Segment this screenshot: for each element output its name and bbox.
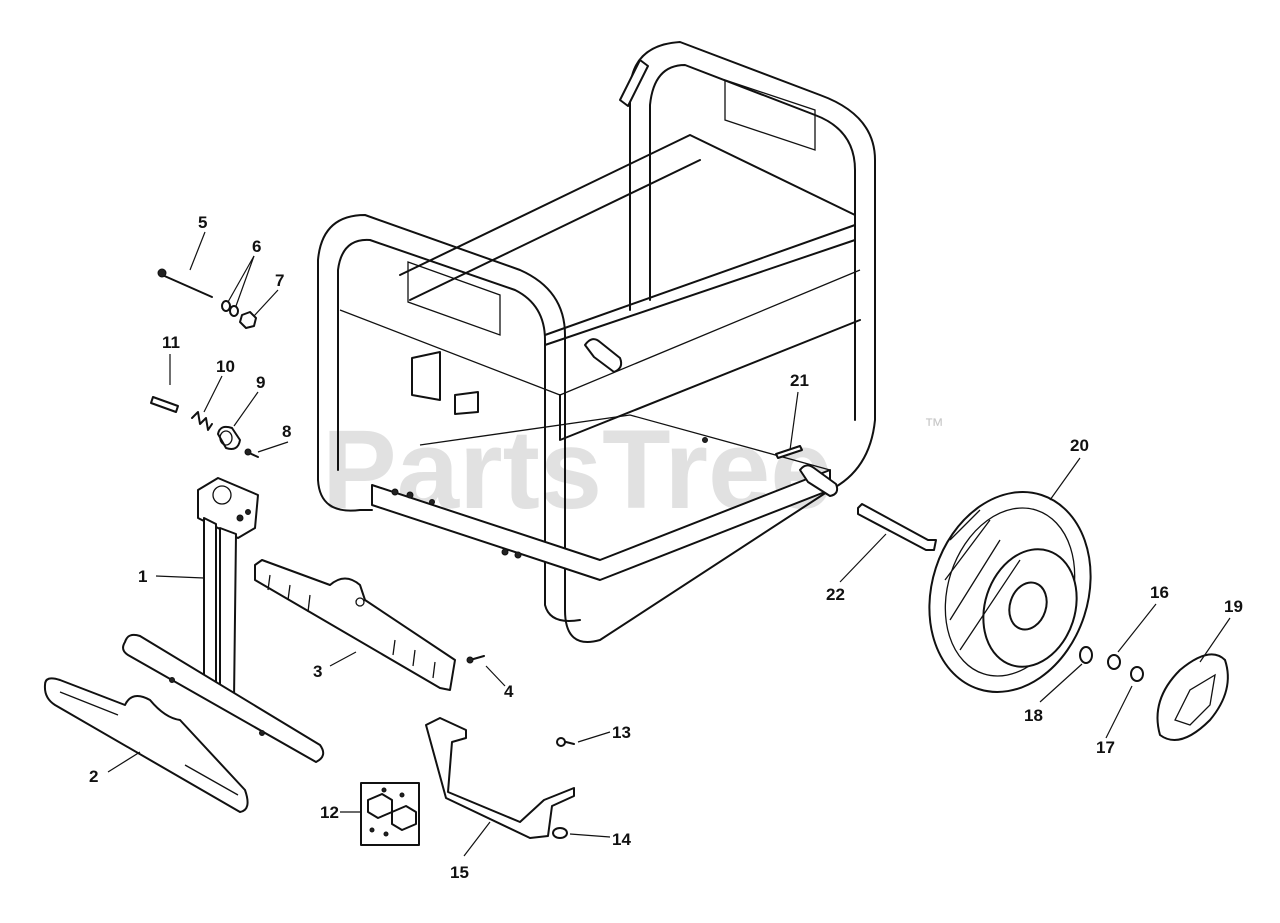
callout-14: 14 (612, 830, 631, 849)
mount-kit-part-12[interactable] (360, 782, 420, 846)
callout-22: 22 (826, 585, 845, 604)
handle-grip-part-2[interactable] (43, 677, 249, 813)
callout-8: 8 (282, 422, 291, 441)
callout-2: 2 (89, 767, 98, 786)
axle-part-22[interactable] (857, 503, 937, 551)
callout-21: 21 (790, 371, 809, 390)
spring-part-10[interactable] (191, 411, 213, 431)
watermark-trademark: ™ (924, 415, 944, 437)
generator-frame[interactable] (317, 41, 876, 643)
callout-18: 18 (1024, 706, 1043, 725)
callout-9: 9 (256, 373, 265, 392)
knob-part-9[interactable] (217, 425, 241, 450)
clip-part-21[interactable] (775, 445, 803, 459)
callout-19: 19 (1224, 597, 1243, 616)
bolt-part-5[interactable] (157, 268, 213, 298)
callout-13: 13 (612, 723, 631, 742)
callout-labels: 5 6 7 11 10 9 8 1 2 3 4 12 13 14 15 16 1… (89, 213, 1243, 882)
nut-part-14[interactable] (552, 827, 568, 839)
handle-stand-part-1[interactable] (122, 477, 325, 763)
leader-lines (107, 231, 1231, 857)
nut-part-17[interactable] (1130, 666, 1144, 682)
screw-part-4[interactable] (466, 655, 485, 664)
callout-3: 3 (313, 662, 322, 681)
callout-12: 12 (320, 803, 339, 822)
bolt-part-13[interactable] (556, 737, 575, 747)
callout-16: 16 (1150, 583, 1169, 602)
callout-17: 17 (1096, 738, 1115, 757)
hub-cap-part-19[interactable] (1156, 653, 1229, 741)
support-bracket-part-15[interactable] (425, 717, 575, 839)
callout-1: 1 (138, 567, 147, 586)
callout-7: 7 (275, 271, 284, 290)
wheel-part-20[interactable] (904, 471, 1115, 713)
callout-11: 11 (162, 333, 180, 352)
pin-part-11[interactable] (150, 396, 179, 413)
callout-10: 10 (216, 357, 235, 376)
nut-part-16[interactable] (1107, 654, 1121, 670)
callout-5: 5 (198, 213, 207, 232)
callout-20: 20 (1070, 436, 1089, 455)
callout-15: 15 (450, 863, 469, 882)
washers-part-6[interactable] (221, 300, 239, 317)
bumper-part-3[interactable] (254, 559, 456, 691)
screw-part-8[interactable] (244, 448, 259, 458)
callout-6: 6 (252, 237, 261, 256)
nut-part-7[interactable] (239, 311, 257, 329)
callout-4: 4 (504, 682, 514, 701)
washer-part-18[interactable] (1079, 646, 1093, 664)
